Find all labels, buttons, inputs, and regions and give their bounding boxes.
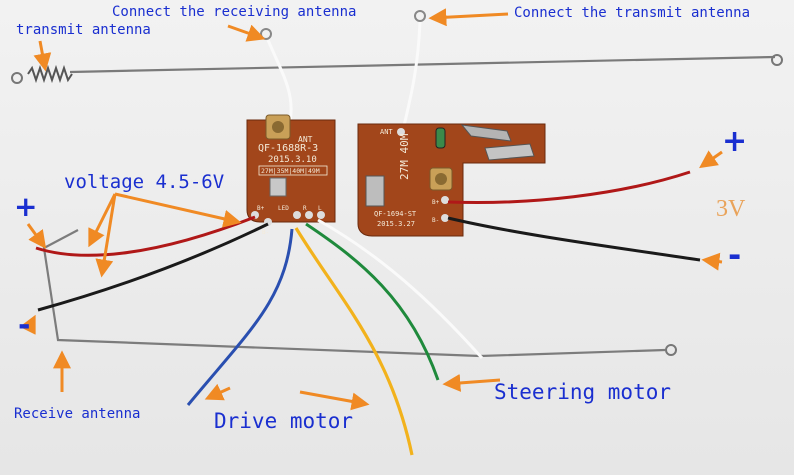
label-transmit-antenna: transmit antenna: [16, 22, 151, 38]
transmitter-pad-bplus: B+: [432, 199, 440, 206]
receiver-pad-led: LED: [278, 205, 289, 212]
label-plus-left: +: [14, 190, 38, 223]
label-voltage: voltage 4.5-6V: [64, 171, 225, 193]
drive-motor-blue-wire: [186, 228, 294, 406]
label-drive-motor: Drive motor: [214, 409, 354, 433]
transmitter-black-wire: [447, 216, 701, 262]
label-receive-antenna: Receive antenna: [14, 406, 141, 422]
transmitter-date: 2015.3.27: [377, 220, 415, 228]
receive-antenna-rod: [42, 229, 677, 358]
receiver-date: 2015.3.10: [268, 155, 317, 165]
transmitter-board: ANT 27M 40M QF-1694-ST 2015.3.27 B+ B-: [357, 123, 546, 237]
label-minus-left: -: [18, 308, 31, 343]
receiver-board: ANT QF-1688R-3 2015.3.10 27M|35M|40M|49M…: [246, 114, 336, 236]
receiver-freq: 27M|35M|40M|49M: [261, 167, 320, 175]
receiver-red-wire: [35, 215, 256, 257]
label-steering-motor: Steering motor: [494, 380, 672, 404]
label-connect-transmit-antenna: Connect the transmit antenna: [514, 5, 751, 21]
label-plus-right: +: [722, 124, 748, 159]
steering-motor-green-wire: [305, 222, 440, 381]
receiver-black-wire: [37, 222, 269, 312]
transmitter-model: QF-1694-ST: [374, 210, 417, 218]
receiver-ant-label: ANT: [298, 135, 313, 144]
receiver-pad-bplus: B+: [257, 205, 265, 212]
annotation-arrows: [19, 8, 723, 411]
transmitter-freq: 27M 40M: [398, 133, 411, 180]
steering-motor-white-wire: [317, 218, 484, 360]
receiver-pad-l: L: [318, 205, 322, 212]
transmitter-pad-bminus: B-: [432, 217, 439, 224]
drive-motor-yellow-wire: [294, 227, 414, 456]
orange-bracket: [733, 176, 735, 234]
label-minus-right: -: [728, 236, 742, 274]
receiver-pad-bminus: B-: [262, 229, 269, 236]
label-3v: 3V: [716, 196, 746, 222]
transmitter-ant-label: ANT: [380, 128, 393, 136]
transmitter-red-wire: [447, 170, 691, 205]
transmit-antenna-rod: [11, 54, 783, 84]
receiver-pad-r: R: [303, 205, 307, 212]
receiver-model: QF-1688R-3: [258, 143, 318, 154]
label-connect-receiving-antenna: Connect the receiving antenna: [112, 4, 357, 20]
transmitter-antenna-lead: [401, 21, 422, 131]
